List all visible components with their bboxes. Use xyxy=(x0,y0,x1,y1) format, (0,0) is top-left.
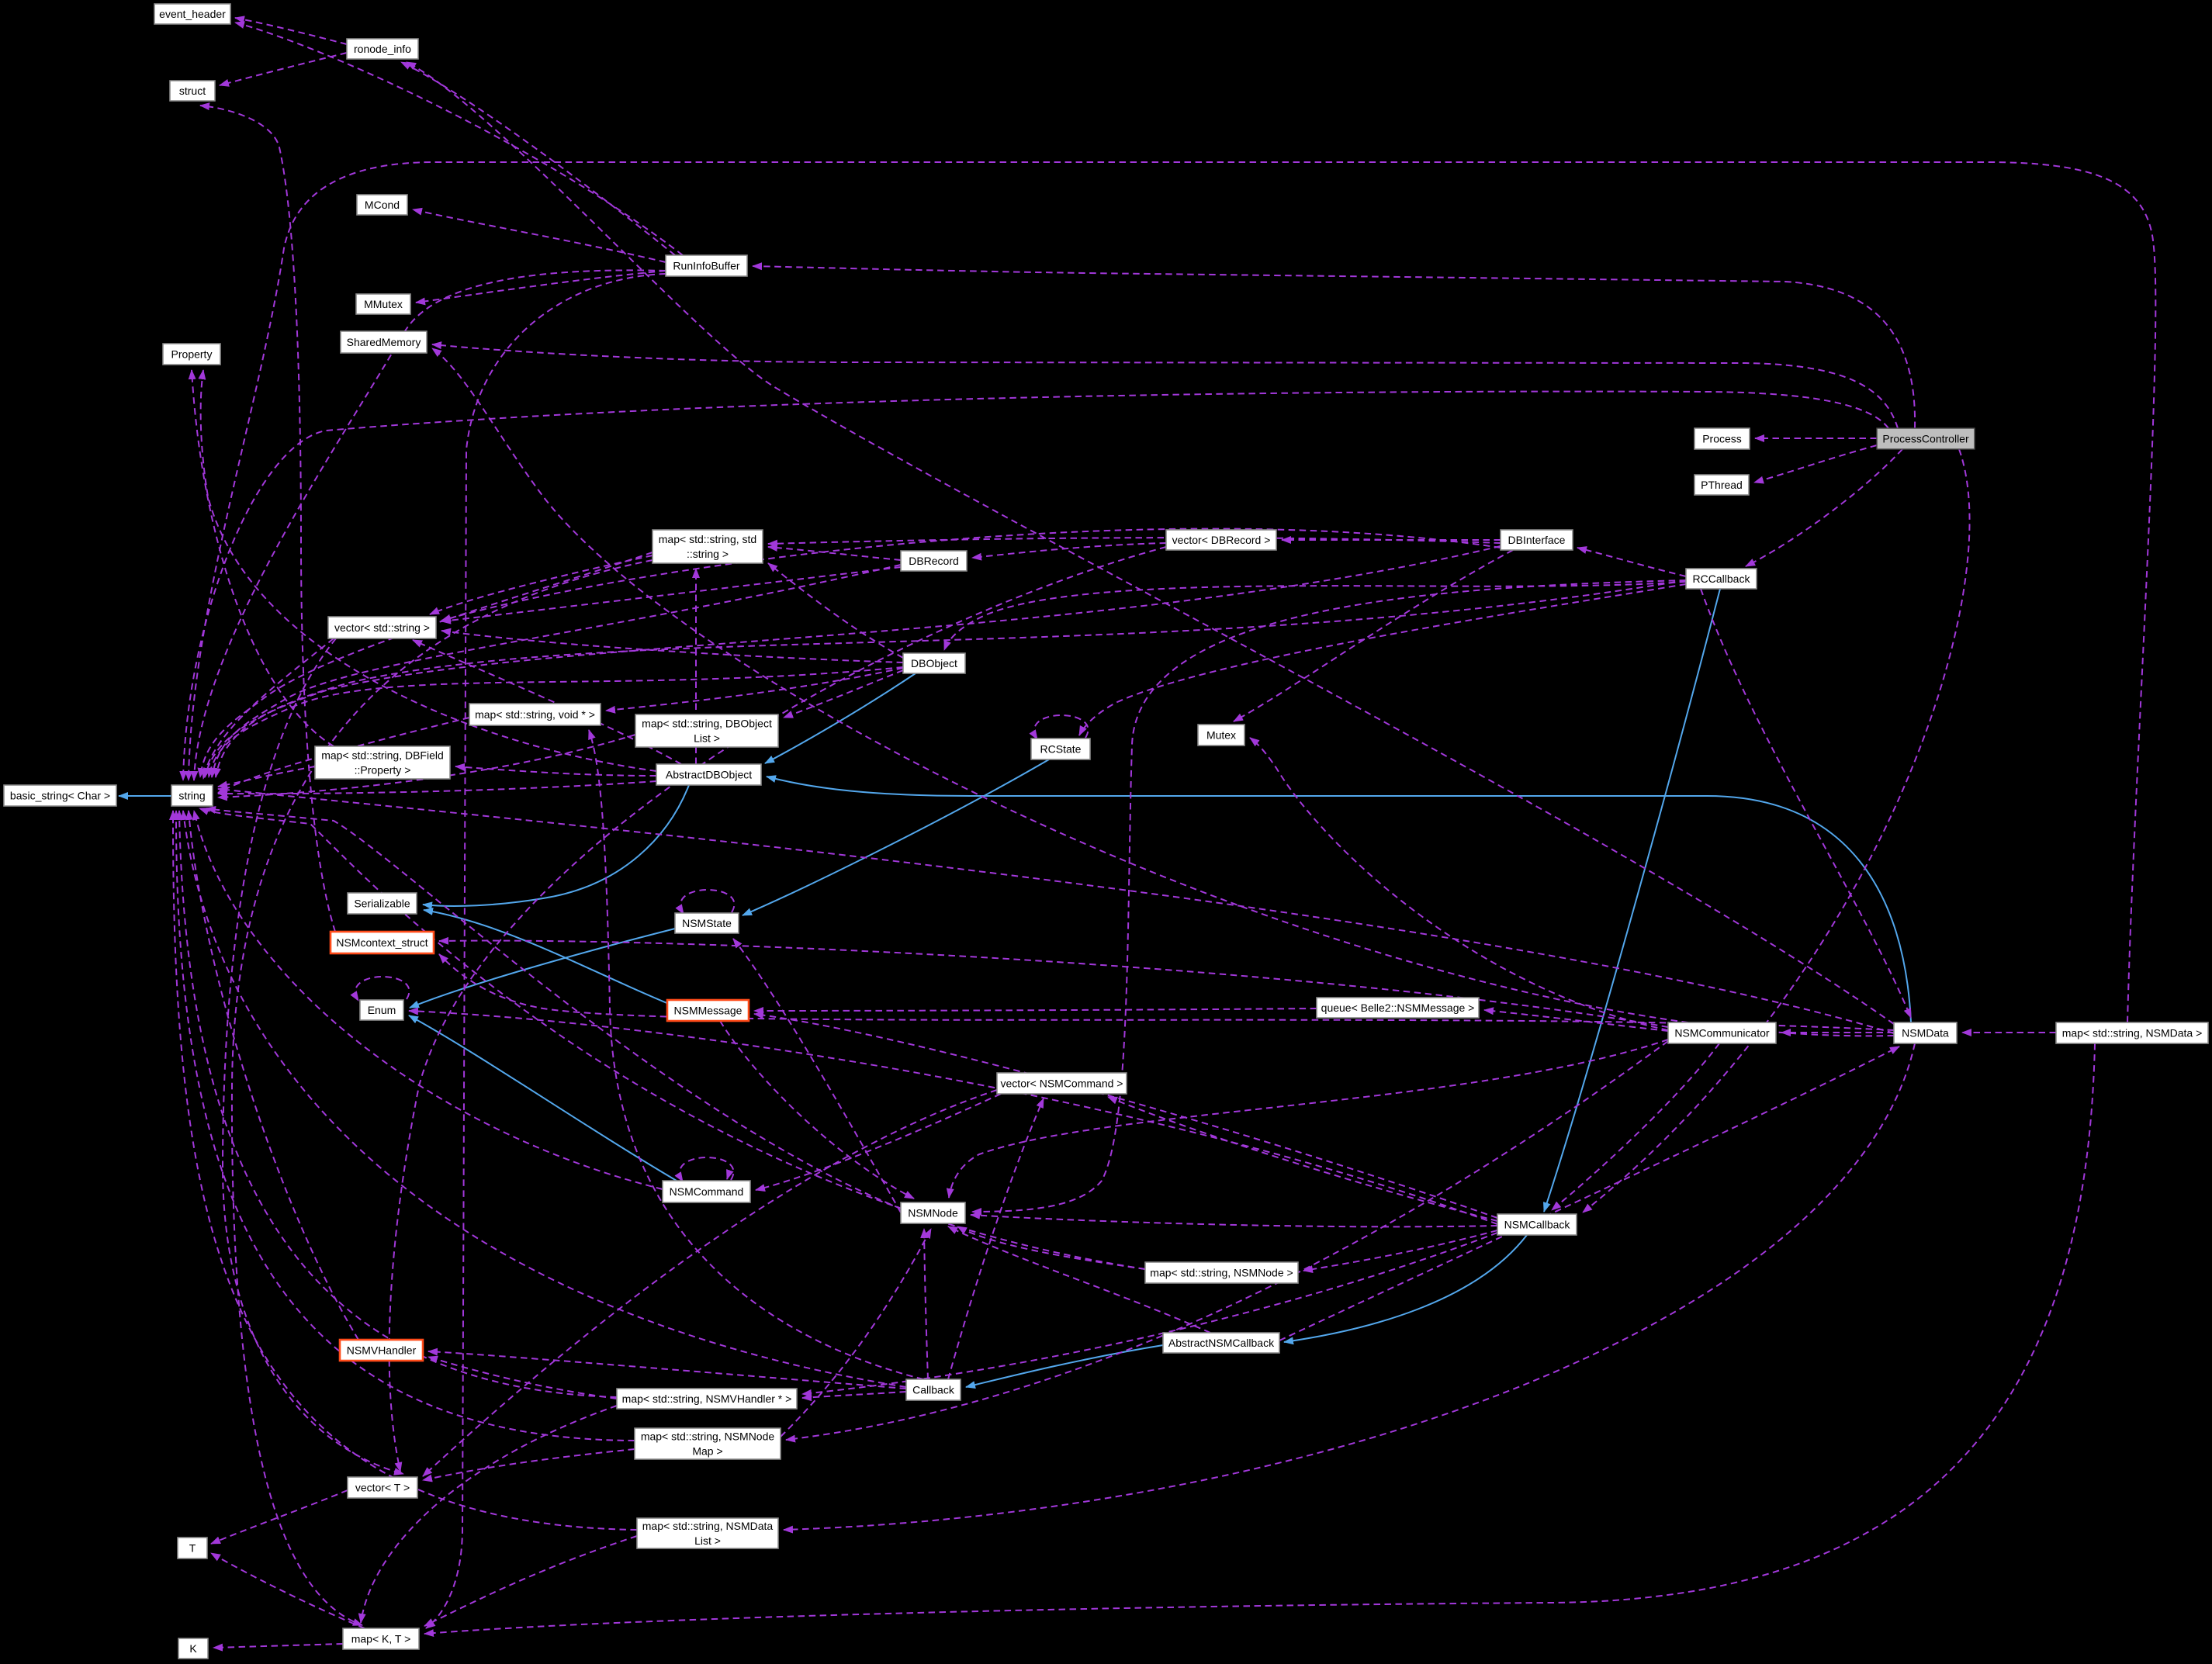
svg-text:NSMCallback: NSMCallback xyxy=(1504,1219,1571,1231)
svg-text:ProcessController: ProcessController xyxy=(1882,433,1969,445)
svg-text:NSMVHandler: NSMVHandler xyxy=(347,1344,417,1357)
svg-text:string: string xyxy=(178,790,205,802)
svg-text:Enum: Enum xyxy=(368,1004,396,1016)
svg-text:DBInterface: DBInterface xyxy=(1508,534,1566,546)
svg-text:List >: List > xyxy=(694,1534,721,1547)
svg-text:DBObject: DBObject xyxy=(911,657,957,669)
svg-text:queue< Belle2::NSMMessage >: queue< Belle2::NSMMessage > xyxy=(1321,1002,1475,1014)
svg-text:DBRecord: DBRecord xyxy=(909,555,959,567)
svg-text:::string >: ::string > xyxy=(687,548,729,560)
svg-text:Map >: Map > xyxy=(692,1445,722,1458)
svg-text:map< std::string, NSMNode >: map< std::string, NSMNode > xyxy=(1150,1267,1293,1279)
svg-text:K: K xyxy=(189,1642,197,1655)
svg-text:RCState: RCState xyxy=(1040,743,1082,756)
svg-text:map< std::string, NSMVHandler: map< std::string, NSMVHandler * > xyxy=(622,1392,792,1405)
svg-text:NSMMessage: NSMMessage xyxy=(674,1005,743,1017)
svg-text:List >: List > xyxy=(694,732,720,745)
svg-text:vector< NSMCommand >: vector< NSMCommand > xyxy=(1001,1078,1123,1090)
svg-text:MCond: MCond xyxy=(365,199,400,211)
svg-text:Serializable: Serializable xyxy=(354,898,410,910)
svg-text:SharedMemory: SharedMemory xyxy=(347,336,421,348)
svg-text:vector< std::string >: vector< std::string > xyxy=(334,621,430,634)
svg-text:NSMCommunicator: NSMCommunicator xyxy=(1674,1027,1769,1040)
svg-text:map< K, T >: map< K, T > xyxy=(351,1633,411,1645)
svg-text:NSMCommand: NSMCommand xyxy=(670,1185,744,1198)
svg-text:MMutex: MMutex xyxy=(364,298,403,310)
svg-text:RunInfoBuffer: RunInfoBuffer xyxy=(673,260,739,272)
svg-text:struct: struct xyxy=(179,85,206,97)
svg-text:map< std::string, DBField: map< std::string, DBField xyxy=(321,749,444,762)
svg-text:RCCallback: RCCallback xyxy=(1693,573,1751,585)
svg-text:PThread: PThread xyxy=(1701,479,1743,491)
svg-text:map< std::string, std: map< std::string, std xyxy=(659,533,756,545)
svg-text:basic_string< Char >: basic_string< Char > xyxy=(10,790,110,802)
svg-text:Property: Property xyxy=(171,348,213,361)
svg-text:AbstractNSMCallback: AbstractNSMCallback xyxy=(1168,1337,1275,1349)
svg-text:NSMState: NSMState xyxy=(682,917,732,929)
svg-text:Callback: Callback xyxy=(912,1384,955,1396)
svg-text:T: T xyxy=(189,1542,196,1555)
svg-text:NSMcontext_struct: NSMcontext_struct xyxy=(336,936,428,949)
svg-text:NSMNode: NSMNode xyxy=(908,1207,958,1219)
svg-text:map< std::string, NSMNode: map< std::string, NSMNode xyxy=(641,1430,775,1443)
svg-text:ronode_info: ronode_info xyxy=(354,43,411,55)
svg-text:map< std::string, NSMData >: map< std::string, NSMData > xyxy=(2062,1027,2203,1040)
svg-text:Process: Process xyxy=(1702,433,1742,445)
svg-text:NSMData: NSMData xyxy=(1902,1027,1949,1040)
svg-text:map< std::string, DBObject: map< std::string, DBObject xyxy=(642,718,772,730)
svg-text:map< std::string, void * >: map< std::string, void * > xyxy=(475,708,595,721)
svg-text:event_header: event_header xyxy=(159,8,226,20)
svg-text:map< std::string, NSMData: map< std::string, NSMData xyxy=(642,1520,774,1532)
svg-text:::Property >: ::Property > xyxy=(355,764,411,777)
svg-text:vector< T >: vector< T > xyxy=(355,1482,410,1494)
svg-text:AbstractDBObject: AbstractDBObject xyxy=(666,769,752,781)
svg-text:vector< DBRecord >: vector< DBRecord > xyxy=(1172,534,1271,546)
svg-text:Mutex: Mutex xyxy=(1206,729,1236,742)
